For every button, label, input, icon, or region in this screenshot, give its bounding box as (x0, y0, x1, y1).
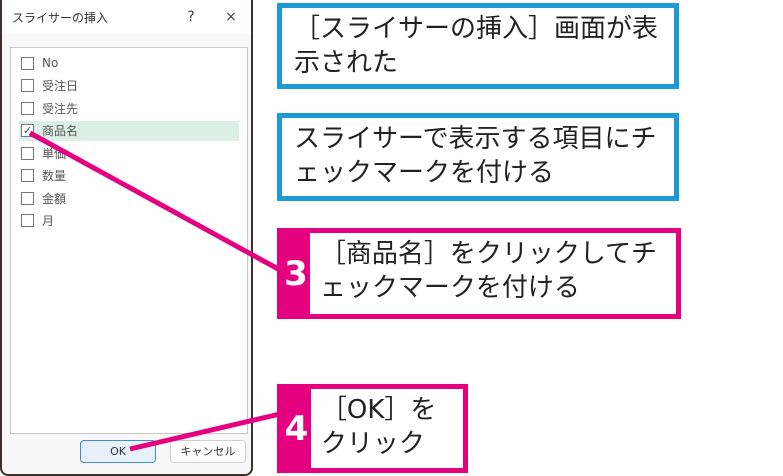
field-label: 数量 (42, 169, 67, 183)
checkbox[interactable] (21, 169, 34, 182)
step-number: 3 (282, 233, 310, 314)
field-checkbox-item[interactable]: 金額 (19, 188, 239, 208)
checkbox[interactable] (21, 214, 34, 227)
callout-step-3: 3 ［商品名］をクリックしてチェックマークを付ける (277, 228, 681, 319)
checkbox[interactable] (21, 56, 34, 70)
field-checkbox-item[interactable]: No (19, 53, 239, 73)
close-button[interactable]: × (225, 9, 237, 25)
field-label: 単価 (42, 146, 67, 161)
field-label: 商品名 (42, 124, 79, 138)
cancel-button[interactable]: キャンセル (170, 440, 246, 463)
field-checkbox-item[interactable]: 受注先 (19, 98, 239, 118)
field-checkbox-item[interactable]: 単価 (19, 143, 239, 163)
dialog-title: スライサーの挿入 (12, 10, 109, 25)
dialog-titlebar: スライサーの挿入 ? × (2, 0, 251, 34)
checkbox[interactable] (21, 101, 34, 115)
field-label: 月 (42, 214, 55, 228)
field-checkbox-item[interactable]: 月 (19, 211, 239, 231)
field-checkbox-item[interactable]: ✓ 商品名 (19, 120, 239, 141)
help-button[interactable]: ? (187, 9, 195, 25)
insert-slicer-dialog: スライサーの挿入 ? × No 受注日受注先 ✓ 商品名単価数量金額月 OK キャンセ… (0, 0, 253, 476)
field-label: 受注先 (42, 101, 79, 116)
field-label: 金額 (42, 191, 67, 206)
checkbox[interactable]: ✓ (21, 124, 34, 137)
callout-check-items: スライサーで表示する項目にチェックマークを付ける (277, 113, 679, 201)
field-label: No (42, 56, 59, 70)
step-text: ［商品名］をクリックしてチェックマークを付ける (309, 233, 676, 314)
field-checkbox-item[interactable]: 数量 (19, 166, 239, 186)
checkbox[interactable] (21, 146, 34, 160)
field-label: 受注日 (42, 79, 79, 93)
ok-button[interactable]: OK (80, 440, 156, 463)
step-number: 4 (282, 389, 311, 468)
step-text: ［OK］をクリック (310, 389, 463, 468)
callout-dialog-shown: ［スライサーの挿入］画面が表示された (277, 3, 679, 89)
checkbox[interactable] (21, 79, 34, 92)
checkbox[interactable] (21, 191, 34, 205)
callout-step-4: 4 ［OK］をクリック (277, 384, 468, 473)
field-checkbox-item[interactable]: 受注日 (19, 76, 239, 96)
